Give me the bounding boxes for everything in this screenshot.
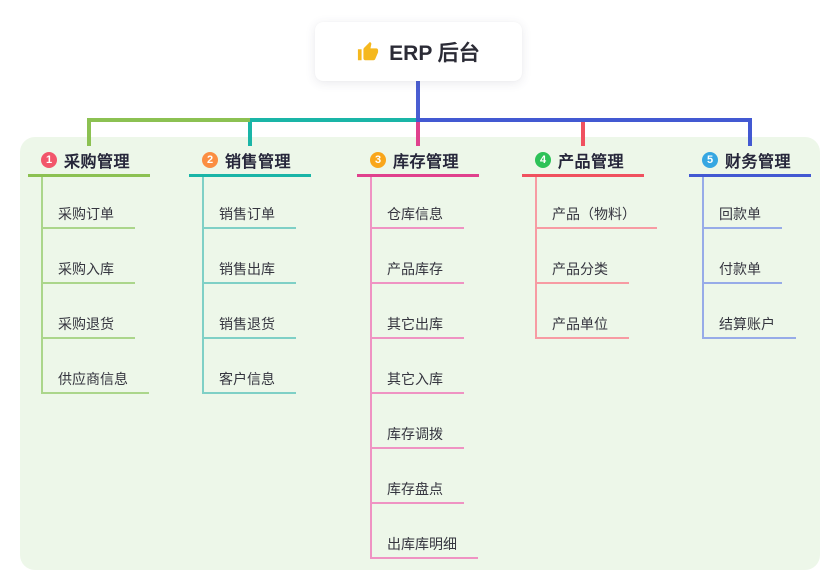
child-node-供应商信息[interactable]: 供应商信息	[41, 364, 149, 394]
branch-label: 产品管理	[558, 154, 625, 171]
child-node-库存调拨[interactable]: 库存调拨	[370, 419, 464, 449]
child-node-客户信息[interactable]: 客户信息	[202, 364, 296, 394]
branch-node-财务管理[interactable]: 5 财务管理	[689, 146, 811, 177]
child-node-出库库明细[interactable]: 出库库明细	[370, 529, 478, 559]
connector-rail-segment-2	[250, 118, 418, 122]
child-node-产品库存[interactable]: 产品库存	[370, 254, 464, 284]
child-node-采购入库[interactable]: 采购入库	[41, 254, 135, 284]
child-node-付款单[interactable]: 付款单	[702, 254, 782, 284]
connector-rail-segment-1	[87, 118, 250, 122]
branch-number-badge: 5	[702, 152, 718, 168]
connector-drop-branch-2	[248, 118, 252, 146]
child-node-采购退货[interactable]: 采购退货	[41, 309, 135, 339]
branch-node-库存管理[interactable]: 3 库存管理	[357, 146, 479, 177]
root-label: ERP 后台	[389, 41, 480, 65]
connector-drop-branch-3	[416, 118, 420, 146]
child-node-产品单位[interactable]: 产品单位	[535, 309, 629, 339]
child-node-产品分类[interactable]: 产品分类	[535, 254, 629, 284]
branch-children-spine	[702, 177, 704, 339]
child-node-销售订单[interactable]: 销售订单	[202, 199, 296, 229]
branch-number-badge: 3	[370, 152, 386, 168]
child-node-库存盘点[interactable]: 库存盘点	[370, 474, 464, 504]
branch-number-badge: 4	[535, 152, 551, 168]
branch-children-spine	[370, 177, 372, 559]
thumbs-up-icon	[358, 41, 379, 60]
branch-node-产品管理[interactable]: 4 产品管理	[522, 146, 644, 177]
branch-children-spine	[202, 177, 204, 394]
child-node-结算账户[interactable]: 结算账户	[702, 309, 796, 339]
branch-node-销售管理[interactable]: 2 销售管理	[189, 146, 311, 177]
connector-drop-branch-4	[581, 118, 585, 146]
child-node-回款单[interactable]: 回款单	[702, 199, 782, 229]
branch-node-采购管理[interactable]: 1 采购管理	[28, 146, 150, 177]
child-node-其它出库[interactable]: 其它出库	[370, 309, 464, 339]
branch-children-spine	[535, 177, 537, 339]
child-node-销售退货[interactable]: 销售退货	[202, 309, 296, 339]
child-node-其它入库[interactable]: 其它入库	[370, 364, 464, 394]
root-node[interactable]: ERP 后台	[315, 22, 522, 81]
branch-label: 财务管理	[725, 154, 792, 171]
connector-root-stem	[416, 81, 420, 118]
connector-rail-segment-3	[416, 118, 752, 122]
child-node-仓库信息[interactable]: 仓库信息	[370, 199, 464, 229]
branch-label: 销售管理	[225, 154, 292, 171]
branch-number-badge: 2	[202, 152, 218, 168]
branch-label: 采购管理	[64, 154, 131, 171]
child-node-销售出库[interactable]: 销售出库	[202, 254, 296, 284]
branch-number-badge: 1	[41, 152, 57, 168]
branch-label: 库存管理	[393, 154, 460, 171]
child-node-产品（物料）[interactable]: 产品（物料）	[535, 199, 657, 229]
connector-drop-branch-1	[87, 118, 91, 146]
mindmap-panel	[20, 137, 820, 570]
connector-drop-branch-5	[748, 118, 752, 146]
child-node-采购订单[interactable]: 采购订单	[41, 199, 135, 229]
branch-children-spine	[41, 177, 43, 394]
